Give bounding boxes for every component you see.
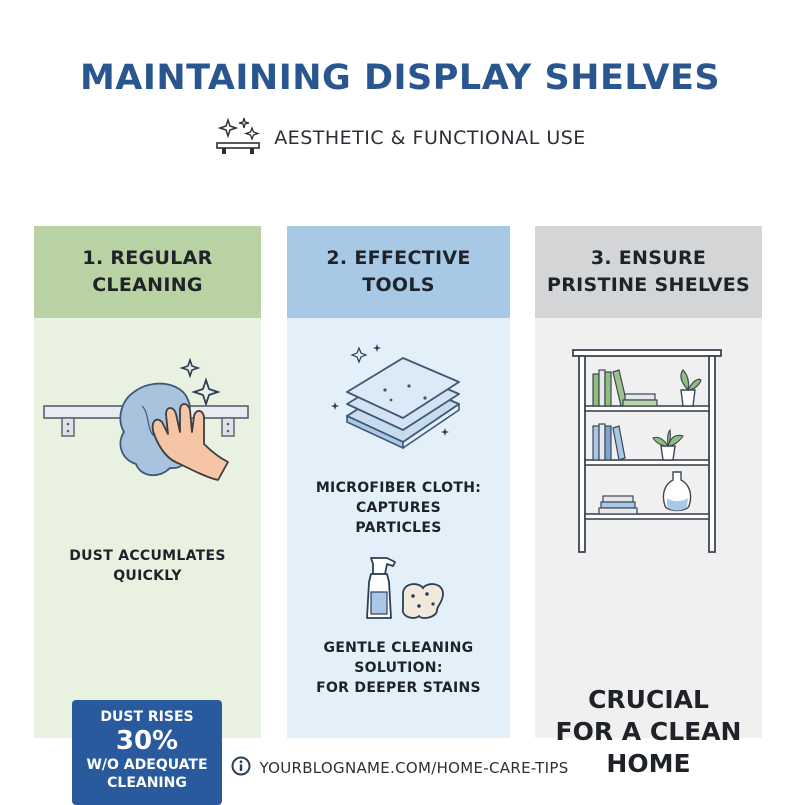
page-title: MAINTAINING DISPLAY SHELVES bbox=[79, 58, 721, 98]
column-heading: 2. EFFECTIVE TOOLS bbox=[287, 226, 510, 318]
column-heading: 1. REGULAR CLEANING bbox=[34, 226, 261, 318]
key-message-line: HOME bbox=[606, 749, 691, 778]
column-caption: MICROFIBER CLOTH: CAPTURES PARTICLES bbox=[287, 478, 510, 538]
stat-callout: DUST RISES 30% W/O ADEQUATE CLEANING bbox=[72, 700, 222, 805]
column-body: MICROFIBER CLOTH: CAPTURES PARTICLES GEN… bbox=[287, 318, 510, 738]
page-subtitle: AESTHETIC & FUNCTIONAL USE bbox=[274, 127, 586, 149]
caption-line: SOLUTION: bbox=[354, 660, 443, 676]
caption-line: FOR DEEPER STAINS bbox=[316, 680, 481, 696]
column-caption: GENTLE CLEANING SOLUTION: FOR DEEPER STA… bbox=[287, 638, 510, 698]
column-heading-line: 3. ENSURE bbox=[590, 247, 707, 269]
column-heading-line: CLEANING bbox=[92, 274, 203, 296]
sparkle-shelf-icon bbox=[214, 116, 262, 160]
stat-line: CLEANING bbox=[107, 775, 187, 791]
column-regular-cleaning: 1. REGULAR CLEANING DUST ACCUMLATES QUIC… bbox=[34, 226, 261, 805]
caption-line: GENTLE CLEANING bbox=[323, 640, 474, 656]
stat-line: DUST RISES bbox=[100, 709, 194, 725]
column-body: CRUCIAL FOR A CLEAN HOME bbox=[535, 318, 762, 778]
column-heading-line: 1. REGULAR bbox=[82, 247, 213, 269]
column-pristine-shelves: 3. ENSURE PRISTINE SHELVES bbox=[535, 226, 762, 778]
spray-bottle-sponge-icon bbox=[366, 557, 444, 619]
column-heading-line: TOOLS bbox=[362, 274, 435, 296]
caption-line: QUICKLY bbox=[113, 568, 182, 584]
footer: YOURBLOGNAME.COM/HOME-CARE-TIPS bbox=[0, 756, 800, 780]
column-body: DUST ACCUMLATES QUICKLY DUST RISES 30% W… bbox=[34, 318, 261, 805]
caption-line: DUST ACCUMLATES bbox=[69, 548, 226, 564]
stat-value: 30% bbox=[115, 726, 179, 756]
column-heading-line: PRISTINE SHELVES bbox=[546, 274, 751, 296]
column-caption: DUST ACCUMLATES QUICKLY bbox=[34, 546, 261, 586]
footer-url-link[interactable]: YOURBLOGNAME.COM/HOME-CARE-TIPS bbox=[259, 759, 569, 777]
column-heading: 3. ENSURE PRISTINE SHELVES bbox=[535, 226, 762, 318]
info-icon bbox=[231, 756, 251, 780]
hand-wiping-shelf-icon bbox=[43, 357, 249, 481]
column-effective-tools: 2. EFFECTIVE TOOLS MICROFIBER CLOTH: CAP… bbox=[287, 226, 510, 738]
key-message: CRUCIAL FOR A CLEAN HOME bbox=[535, 684, 762, 780]
subtitle-row: AESTHETIC & FUNCTIONAL USE bbox=[0, 116, 800, 160]
column-heading-line: 2. EFFECTIVE bbox=[326, 247, 471, 269]
caption-line: MICROFIBER CLOTH: bbox=[315, 480, 482, 496]
bookshelf-icon bbox=[572, 349, 722, 553]
caption-line: CAPTURES bbox=[355, 500, 442, 516]
microfiber-cloth-stack-icon bbox=[331, 344, 460, 450]
key-message-line: CRUCIAL bbox=[588, 685, 709, 714]
caption-line: PARTICLES bbox=[355, 520, 442, 536]
key-message-line: FOR A CLEAN bbox=[555, 717, 742, 746]
stat-line: W/O ADEQUATE bbox=[86, 757, 208, 773]
